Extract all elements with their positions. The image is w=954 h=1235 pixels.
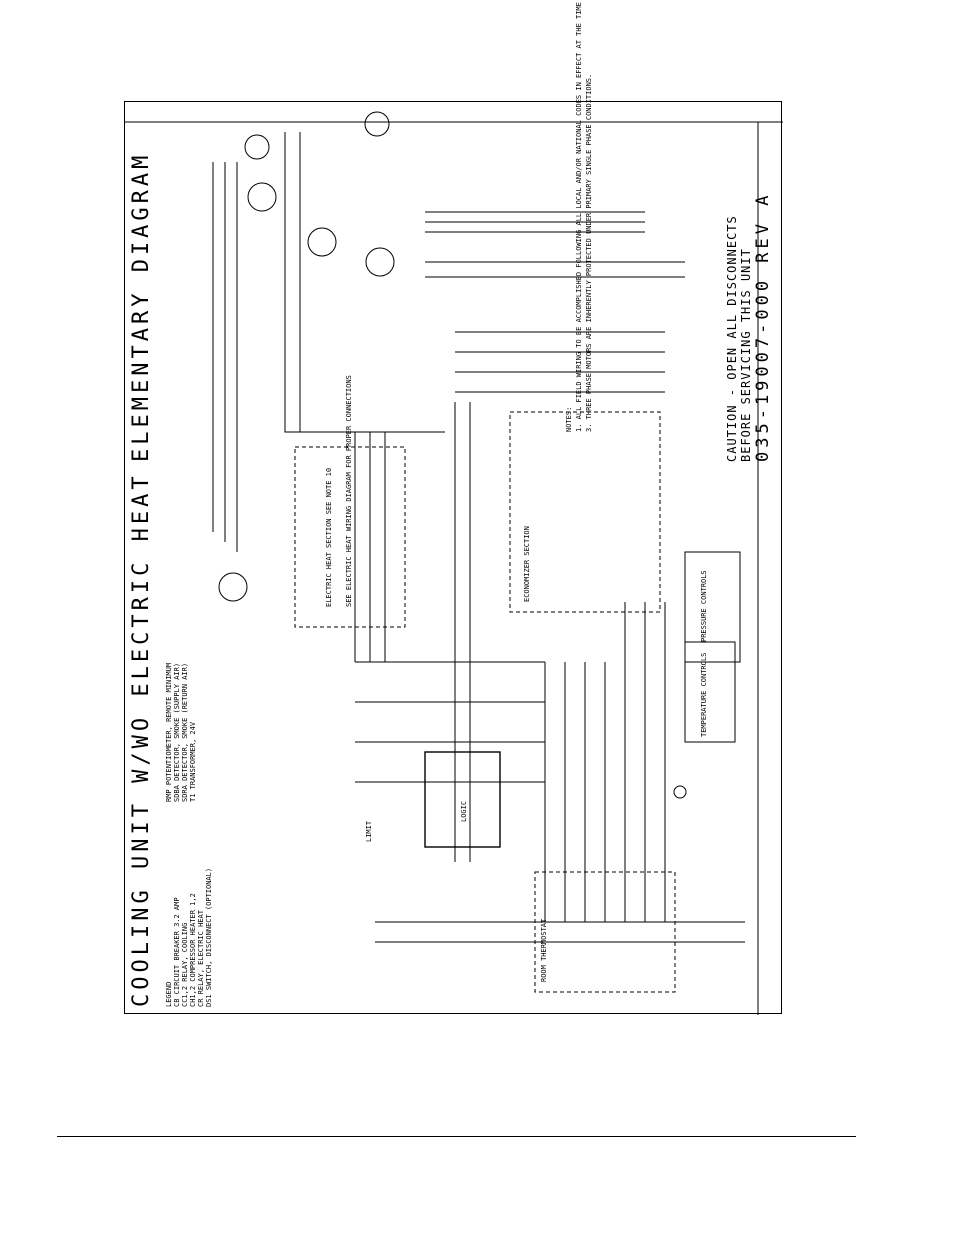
notes-title: NOTES: <box>565 406 573 432</box>
room-thermostat-label: ROOM THERMOSTAT <box>540 918 548 982</box>
logic-label: LOGIC <box>460 800 468 822</box>
logic-box <box>424 751 501 848</box>
disconnect-lines <box>284 132 445 433</box>
outdoor-fan-motor-2 <box>364 111 390 137</box>
document-number: 035-19007-000 REV A <box>753 191 773 462</box>
caution-line-1: CAUTION - OPEN ALL DISCONNECTS <box>725 215 739 462</box>
economizer-box <box>509 411 661 613</box>
legend-item: DS1 SWITCH, DISCONNECT (OPTIONAL) <box>205 867 213 1007</box>
ofm-feed <box>425 261 685 278</box>
limit-label: LIMIT <box>365 820 373 842</box>
electric-heat-label: ELECTRIC HEAT SECTION SEE NOTE 10 <box>325 467 333 607</box>
diagram-frame: COOLING UNIT W/WO ELECTRIC HEAT ELEMENTA… <box>124 0 783 1015</box>
relay-rungs <box>355 661 545 783</box>
heat-diagram-label: SEE ELECTRIC HEAT WIRING DIAGRAM FOR PRO… <box>345 375 353 607</box>
relay-terminal <box>673 785 687 799</box>
electric-heat-box <box>294 446 406 628</box>
compressor-2 <box>307 227 337 257</box>
legend-item: T1 TRANSFORMER, 24V <box>189 721 197 802</box>
temperature-table-box <box>684 641 736 743</box>
pressure-table-box <box>684 551 741 663</box>
indoor-fan-motor <box>218 572 248 602</box>
vertical-bus <box>354 432 386 662</box>
thermostat-wires <box>544 662 606 922</box>
note-item: 3. THREE PHASE MOTORS ARE INHERENTLY PRO… <box>585 73 593 432</box>
compressor-feed <box>425 211 645 233</box>
note-item: 1. ALL FIELD WIRING TO BE ACCOMPLISHED F… <box>575 0 583 432</box>
pressure-loop <box>624 602 666 922</box>
footer-rule <box>57 1136 856 1137</box>
outdoor-fan-motor-1 <box>365 247 395 277</box>
diagram-subtitle: ELEMENTARY DIAGRAM <box>129 151 154 462</box>
wiring-schematic <box>125 111 783 1015</box>
bottom-rungs <box>375 921 745 943</box>
economizer-label: ECONOMIZER SECTION <box>523 526 531 602</box>
control-feed <box>455 331 665 393</box>
diagram-title: COOLING UNIT W/WO ELECTRIC HEAT <box>129 472 154 1007</box>
thermostat-box <box>534 871 676 993</box>
compressor-1 <box>247 182 277 212</box>
power-exhaust-motor <box>244 134 270 160</box>
low-voltage-bus <box>454 402 471 862</box>
pressure-table-title: PRESSURE CONTROLS <box>700 570 708 642</box>
caution-line-2: BEFORE SERVICING THIS UNIT <box>739 248 753 462</box>
temperature-table-title: TEMPERATURE CONTROLS <box>700 652 708 737</box>
power-bus <box>212 162 238 552</box>
